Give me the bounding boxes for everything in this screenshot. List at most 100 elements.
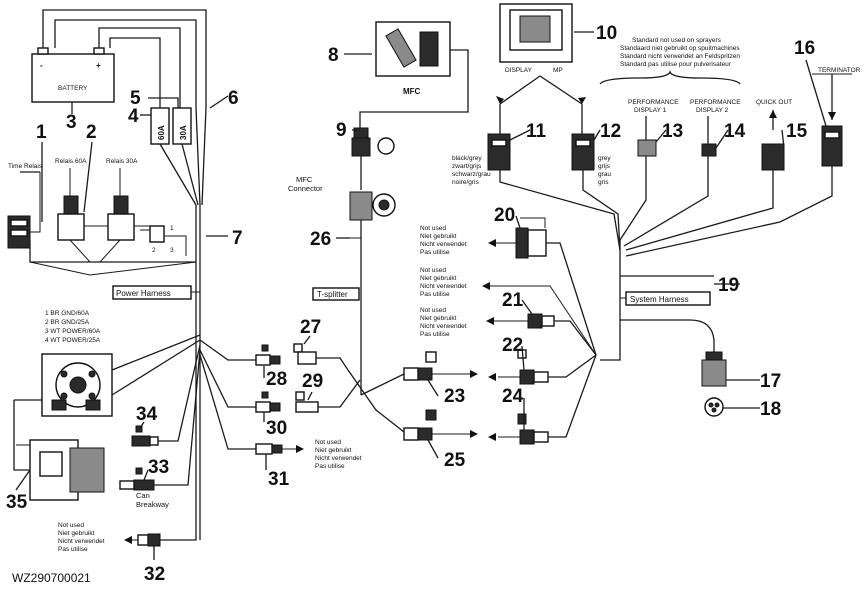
switch-pin-2: 2 (152, 247, 156, 254)
connector-11 (487, 133, 511, 171)
callout-28: 28 (266, 369, 287, 390)
callout-32: 32 (144, 564, 165, 585)
not-used-21-3: Nicht verwendet (420, 323, 467, 330)
pin-legend-1: 1 BR GND/60A (45, 310, 90, 317)
mfc-label: MFC (403, 87, 421, 96)
switch-pin-1: 1 (170, 225, 174, 232)
callout-22: 22 (502, 335, 523, 356)
not-used-31-2: Niet gebruikt (315, 447, 352, 454)
system-harness-label: System Harness (630, 295, 689, 304)
callout-12: 12 (600, 121, 621, 142)
not-used-31-4: Pas utilise (315, 463, 345, 470)
callout-30: 30 (266, 418, 287, 439)
callout-29: 29 (302, 371, 323, 392)
connector-12 (571, 133, 595, 171)
relais-30a-label: Relais 30A (106, 158, 138, 165)
callout-6: 6 (228, 88, 239, 109)
sprayer-note-1: Standard not used on sprayers (632, 37, 722, 44)
relais-60a-label: Relais 60A (55, 158, 87, 165)
callout-21: 21 (502, 290, 524, 311)
power-harness-label: Power Harness (116, 289, 171, 298)
connector-13 (637, 139, 657, 157)
connector-31 (255, 443, 283, 455)
switch-pin-3: 3 (170, 247, 174, 254)
callout-9: 9 (336, 120, 347, 141)
callout-13: 13 (662, 121, 683, 142)
connector-25 (403, 409, 437, 441)
callout-20: 20 (494, 205, 515, 226)
callout-34: 34 (136, 404, 158, 425)
system-harness-tag: System Harness (625, 291, 711, 306)
pin-legend-2: 2 BR GND/25A (45, 319, 90, 326)
mfc-connector-line1: MFC (296, 175, 313, 184)
not-used-31-1: Not used (315, 439, 341, 446)
display-label: DISPLAY (505, 67, 533, 74)
callout-19: 19 (718, 275, 739, 296)
not-used-20-1: Not used (420, 225, 446, 232)
callout-27: 27 (300, 317, 321, 338)
not-used-21-2: Niet gebruikt (420, 315, 457, 322)
callout-1: 1 (36, 122, 47, 143)
reference-code: WZ290700021 (12, 571, 91, 585)
battery-plus: + (96, 61, 101, 70)
not-used-a-2: Niet gebruikt (420, 275, 457, 282)
mp-label: MP (553, 67, 563, 74)
callout-5: 5 (130, 88, 141, 109)
not-used-20-3: Nicht verwendet (420, 241, 467, 248)
not-used-32-2: Niet gebruikt (58, 530, 95, 537)
mfc-plug (351, 127, 395, 157)
connector-24 (517, 413, 549, 445)
not-used-20-4: Pas utilise (420, 249, 450, 256)
connector-27 (293, 343, 317, 365)
callout-17: 17 (760, 371, 781, 392)
pd2-line1: PERFORMANCE (690, 99, 741, 106)
callout-23: 23 (444, 386, 465, 407)
connector-17 (701, 351, 727, 387)
pin-legend-3: 3 WT POWER/60A (45, 328, 101, 335)
color-12-4: gris (598, 179, 609, 186)
color-bg-3: schwarz/grau (452, 171, 491, 178)
socket-assembly (13, 353, 113, 501)
pin-legend-4: 4 WT POWER/25A (45, 337, 101, 344)
callout-2: 2 (86, 122, 97, 143)
sprayer-note-2: Standaard niet gebruikt op spuitmachines (620, 45, 740, 52)
terminator-label: TERMINATOR (818, 67, 861, 74)
callout-15: 15 (786, 121, 808, 142)
pd1-line2: DISPLAY 1 (634, 107, 667, 114)
not-used-a-4: Pas utilise (420, 291, 450, 298)
battery-minus: - (40, 61, 43, 70)
connector-28 (255, 344, 281, 366)
connector-15 (761, 143, 785, 171)
connector-14 (701, 143, 717, 157)
callout-18: 18 (760, 399, 781, 420)
callout-3: 3 (66, 112, 77, 133)
callout-14: 14 (724, 121, 746, 142)
callout-8: 8 (328, 45, 339, 66)
connector-30 (255, 391, 281, 413)
connector-23 (403, 351, 437, 381)
fuse-60a: 60A (150, 107, 170, 145)
callout-11: 11 (526, 121, 547, 142)
callout-10: 10 (596, 23, 617, 44)
display-unit (499, 3, 573, 63)
color-bg-4: noire/gris (452, 179, 479, 186)
callout-33: 33 (148, 457, 169, 478)
callout-35: 35 (6, 492, 28, 513)
callout-4: 4 (128, 106, 139, 127)
quick-out-label: QUICK OUT (756, 99, 792, 106)
connector-21 (527, 313, 555, 329)
relais-30a (107, 195, 135, 241)
callout-24: 24 (502, 386, 524, 407)
not-used-32-4: Pas utilise (58, 546, 88, 553)
connector-20 (515, 227, 547, 259)
callout-7: 7 (232, 228, 243, 249)
sprayer-note-4: Standard pas utilise pour pulverisateur (620, 61, 732, 68)
time-relais (7, 215, 31, 249)
mfc-handle (375, 21, 451, 77)
sprayer-note-3: Standard nicht verwendet an Feldspritzen (620, 53, 740, 60)
pd1-line1: PERFORMANCE (628, 99, 679, 106)
callout-31: 31 (268, 469, 290, 490)
connector-16 (821, 125, 843, 167)
connector-22 (517, 349, 549, 385)
